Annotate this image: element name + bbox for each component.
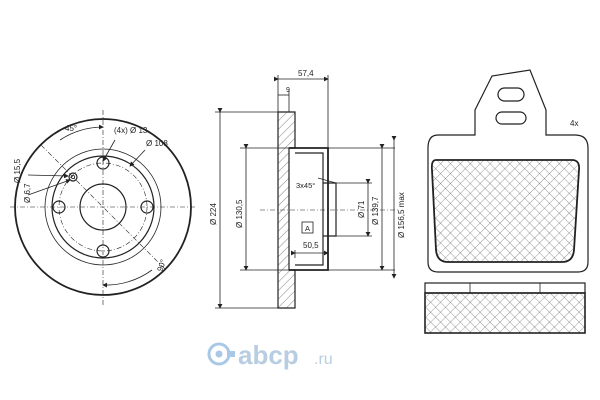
- diagonal-centerline: [40, 144, 166, 270]
- angle-90-label: 90°: [155, 258, 168, 272]
- abcp-logo-icon: [207, 342, 235, 366]
- holes-leader: [102, 139, 116, 162]
- pad-slot-upper: [497, 87, 525, 102]
- pad-side-backing: [424, 282, 586, 294]
- brake-pads-view: 4x: [424, 69, 589, 334]
- datum-box: [301, 221, 314, 234]
- depth-label: 50,5: [303, 241, 319, 250]
- bolt-hole: [140, 200, 154, 214]
- angle-90-arc: [102, 269, 153, 288]
- pad-slot-lower: [495, 111, 527, 125]
- disc-hat-inner: [295, 152, 324, 266]
- pcd-leader: [129, 149, 146, 167]
- pad-quantity-label: 4x: [570, 119, 578, 128]
- angle-45-arc: [59, 124, 104, 141]
- disc-hat: [289, 147, 329, 271]
- max-label: Ø 156,5 max: [397, 192, 406, 238]
- outer-label: Ø 224: [209, 203, 218, 225]
- pcd-label: Ø 108: [146, 139, 168, 148]
- center-label: Ø 71: [357, 200, 366, 218]
- locating-hole-inner: [71, 174, 76, 179]
- center-bore-step: [323, 182, 337, 237]
- pilot-label: Ø 139,7: [371, 196, 380, 225]
- hole-67-label: Ø 6,7: [23, 183, 32, 203]
- pad-side-friction: [424, 292, 586, 334]
- chamfer-label: 3x45°: [296, 181, 315, 190]
- bolt-hole: [96, 244, 110, 258]
- watermark-logo: abcp .ru: [207, 340, 333, 370]
- holes-label: (4x) Ø 13: [114, 126, 148, 135]
- datum-label: A: [305, 224, 310, 233]
- disc-section-view: 57,4 9 3x45° A 50,5 Ø 224 Ø 130,5 Ø 71 Ø…: [209, 69, 406, 309]
- width-label: 57,4: [298, 69, 314, 78]
- hole-67-leader: [27, 179, 71, 196]
- hole-155-leader: [27, 173, 69, 179]
- watermark-suffix: .ru: [314, 351, 333, 368]
- chamfer-leader: [317, 177, 337, 184]
- hole-155-label: Ø 15,5: [13, 158, 22, 183]
- locating-hole: [68, 172, 78, 182]
- bolt-angle-label: 45°: [65, 124, 77, 133]
- watermark-brand: abcp: [238, 340, 299, 370]
- bolt-hole: [52, 200, 66, 214]
- pad-backing-plate: [427, 69, 589, 273]
- thickness-label: 9: [286, 87, 290, 94]
- hub-label: Ø 130,5: [235, 199, 244, 228]
- disc-front-view: 45° (4x) Ø 13 Ø 108 Ø 15,5 Ø 6,7 90°: [10, 110, 196, 305]
- pad-friction-material: [430, 159, 581, 263]
